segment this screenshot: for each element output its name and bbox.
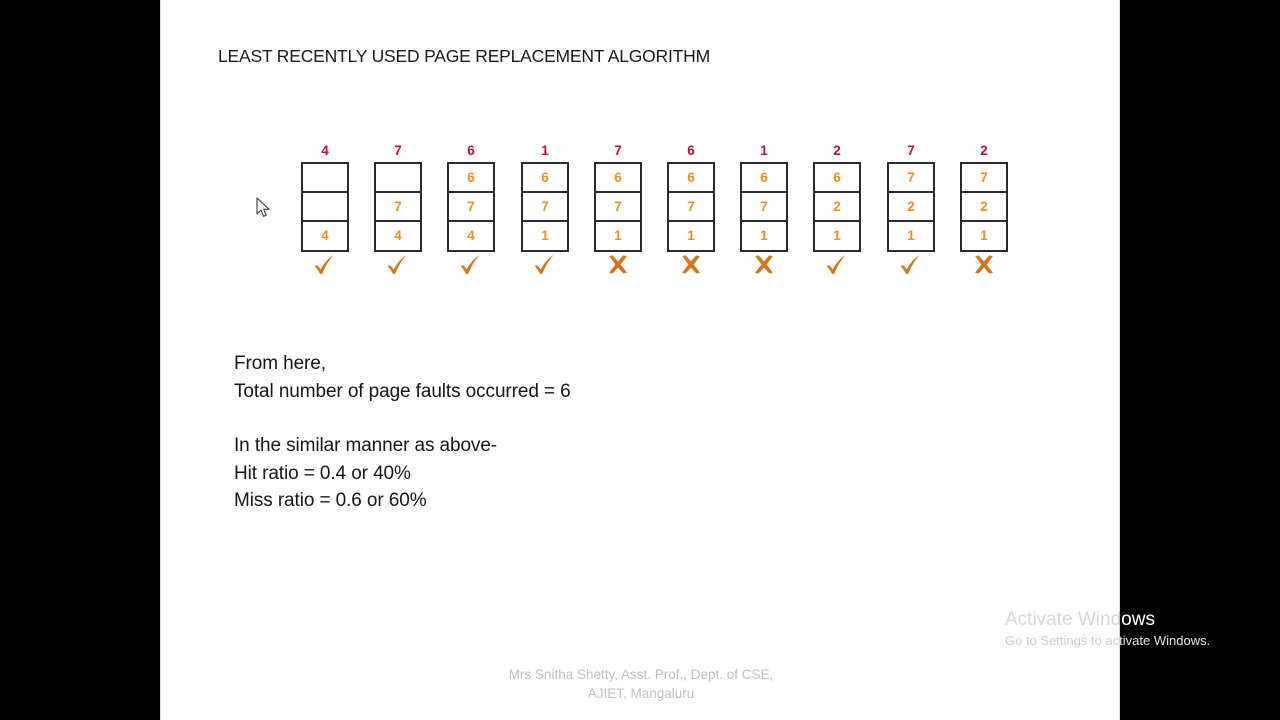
frame-cell [303, 164, 347, 193]
frame-cell: 1 [980, 228, 988, 243]
watermark-title: Activate Windows [1005, 609, 1155, 630]
frame-cell: 6 [523, 164, 567, 193]
frame-cell: 2 [962, 193, 1006, 222]
frame-cell: 6 [596, 164, 640, 193]
frame-cell: 2 [889, 193, 933, 222]
frame-cell: 7 [889, 164, 933, 193]
check-icon [301, 252, 349, 282]
frame-cell: 7 [669, 193, 713, 222]
body-line: Hit ratio = 0.4 or 40% [234, 462, 411, 484]
watermark-title-overlay: Activate Windows [1120, 609, 1155, 630]
frame-stack: 4 [301, 162, 349, 252]
frame-cell: 6 [449, 164, 493, 193]
check-icon [374, 252, 422, 282]
footer-line-1: Mrs Snitha Shetty, Asst. Prof., Dept. of… [508, 667, 774, 682]
reference-value: 1 [541, 143, 549, 158]
frame-cell: 4 [321, 228, 329, 243]
cross-icon [594, 252, 642, 282]
text-spacer [234, 405, 571, 432]
frame-cell: 1 [760, 228, 768, 243]
reference-value: 7 [907, 143, 915, 158]
frame-cell: 1 [907, 228, 915, 243]
reference-value: 2 [833, 143, 841, 158]
frame-cell: 1 [614, 228, 622, 243]
frame-cell: 7 [376, 193, 420, 222]
frame-cell [376, 164, 420, 193]
cross-icon [960, 252, 1008, 282]
frame-cell: 6 [669, 164, 713, 193]
watermark-subtitle-overlay: Go to Settings to activate Windows. [1120, 633, 1211, 648]
explanation-text: From here, Total number of page faults oc… [234, 350, 571, 515]
windows-activation-watermark-overlay: Activate Windows Go to Settings to activ… [1120, 608, 1280, 652]
frame-cell: 1 [541, 228, 549, 243]
cross-icon [740, 252, 788, 282]
frame-cell: 7 [449, 193, 493, 222]
check-icon [521, 252, 569, 282]
windows-activation-watermark: Activate Windows Go to Settings to activ… [1005, 608, 1245, 650]
frame-cell: 7 [523, 193, 567, 222]
frame-cell [303, 193, 347, 222]
footer-line-2: AJIET, Mangaluru [587, 686, 695, 701]
mouse-cursor-icon [256, 197, 272, 219]
presentation-slide: LEAST RECENTLY USED PAGE REPLACEMENT ALG… [160, 0, 1120, 720]
cross-icon [667, 252, 715, 282]
frame-cell: 4 [394, 228, 402, 243]
body-line: In the similar manner as above- [234, 435, 498, 456]
frame-cell: 7 [962, 164, 1006, 193]
frame-cell: 6 [815, 164, 859, 193]
check-icon [813, 252, 861, 282]
slide-footer: Mrs Snitha Shetty, Asst. Prof., Dept. of… [161, 665, 1121, 703]
frame-cell: 7 [742, 193, 786, 222]
frame-cell: 2 [815, 193, 859, 222]
reference-value: 7 [394, 143, 402, 158]
frame-cell: 4 [467, 228, 475, 243]
reference-value: 6 [687, 143, 695, 158]
body-line: From here, [234, 353, 326, 374]
frame-cell: 6 [742, 164, 786, 193]
watermark-subtitle: Go to Settings to activate Windows. [1005, 633, 1211, 648]
page-title: LEAST RECENTLY USED PAGE REPLACEMENT ALG… [218, 46, 710, 66]
frame-cell: 1 [833, 228, 841, 243]
reference-value: 7 [614, 143, 622, 158]
reference-value: 6 [467, 143, 475, 158]
frame-cell: 7 [596, 193, 640, 222]
body-line: Miss ratio = 0.6 or 60% [234, 490, 427, 511]
reference-value: 2 [980, 143, 988, 158]
check-icon [447, 252, 495, 282]
check-icon [887, 252, 935, 282]
frame-cell: 1 [687, 228, 695, 243]
reference-value: 1 [760, 143, 768, 158]
body-line: Total number of page faults occurred = 6 [234, 380, 571, 402]
reference-value: 4 [321, 143, 329, 158]
